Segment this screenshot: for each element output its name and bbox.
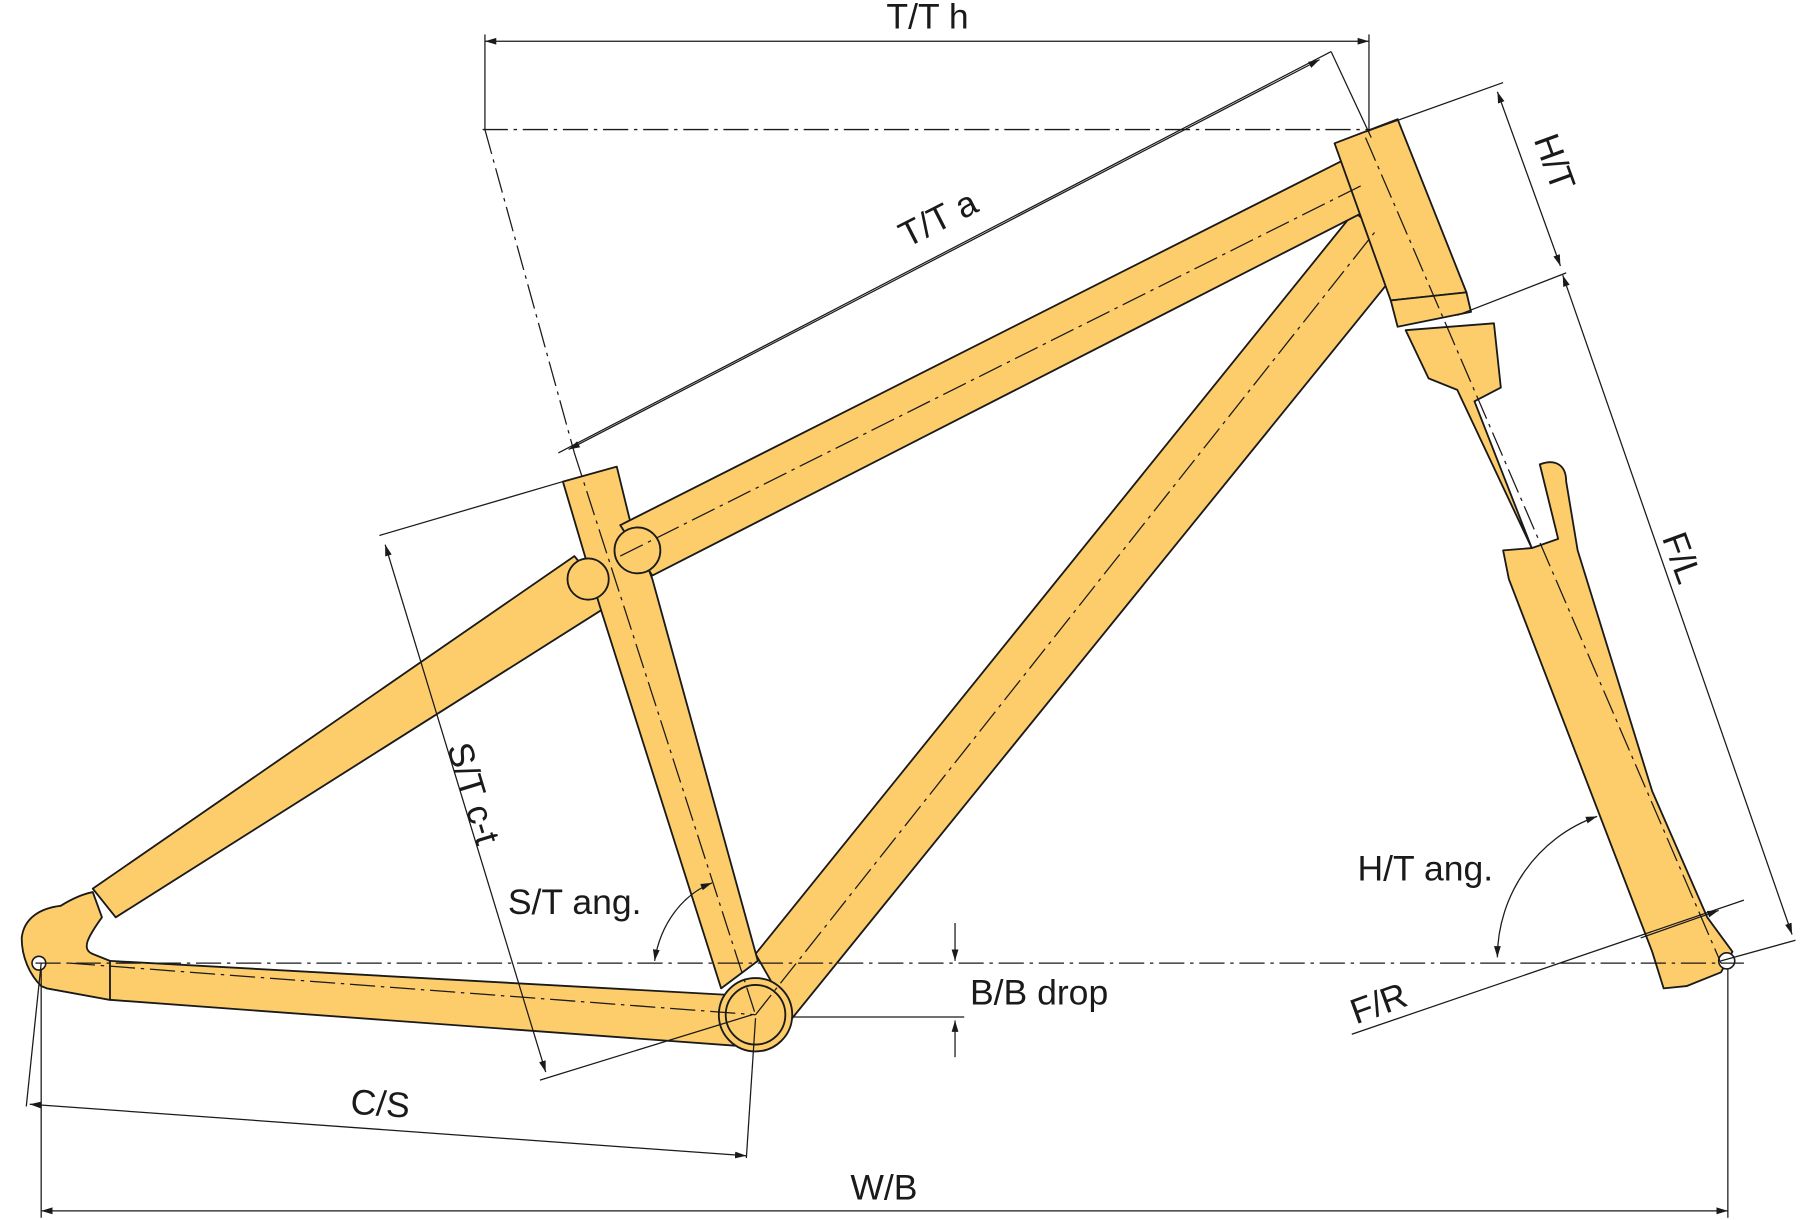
label-bb-drop: B/B drop <box>970 972 1108 1012</box>
dimension-lines <box>25 34 1796 1218</box>
seat-stay-joint <box>566 557 610 601</box>
label-head-tube: H/T <box>1526 128 1583 195</box>
fork <box>1404 322 1734 990</box>
label-chain-stay: C/S <box>349 1082 411 1126</box>
label-wheelbase: W/B <box>850 1167 917 1207</box>
front-axle <box>1717 952 1736 970</box>
label-top-tube-horizontal: T/T h <box>886 0 968 37</box>
chain-stay <box>40 959 736 1047</box>
seat-stay <box>91 555 610 919</box>
rear-dropout <box>20 891 111 1001</box>
seat-tube <box>561 465 759 990</box>
top-tube-joint <box>613 526 662 575</box>
headset-cup <box>1389 291 1472 328</box>
label-top-tube-actual: T/T a <box>892 182 984 255</box>
frame <box>20 118 1736 1053</box>
label-head-tube-angle: H/T ang. <box>1358 849 1494 889</box>
label-fork-length: F/L <box>1654 527 1709 589</box>
label-fork-rake: F/R <box>1345 975 1412 1032</box>
label-seat-tube-angle: S/T ang. <box>508 882 642 922</box>
label-seat-tube-c-t: S/T c-t <box>439 738 508 849</box>
